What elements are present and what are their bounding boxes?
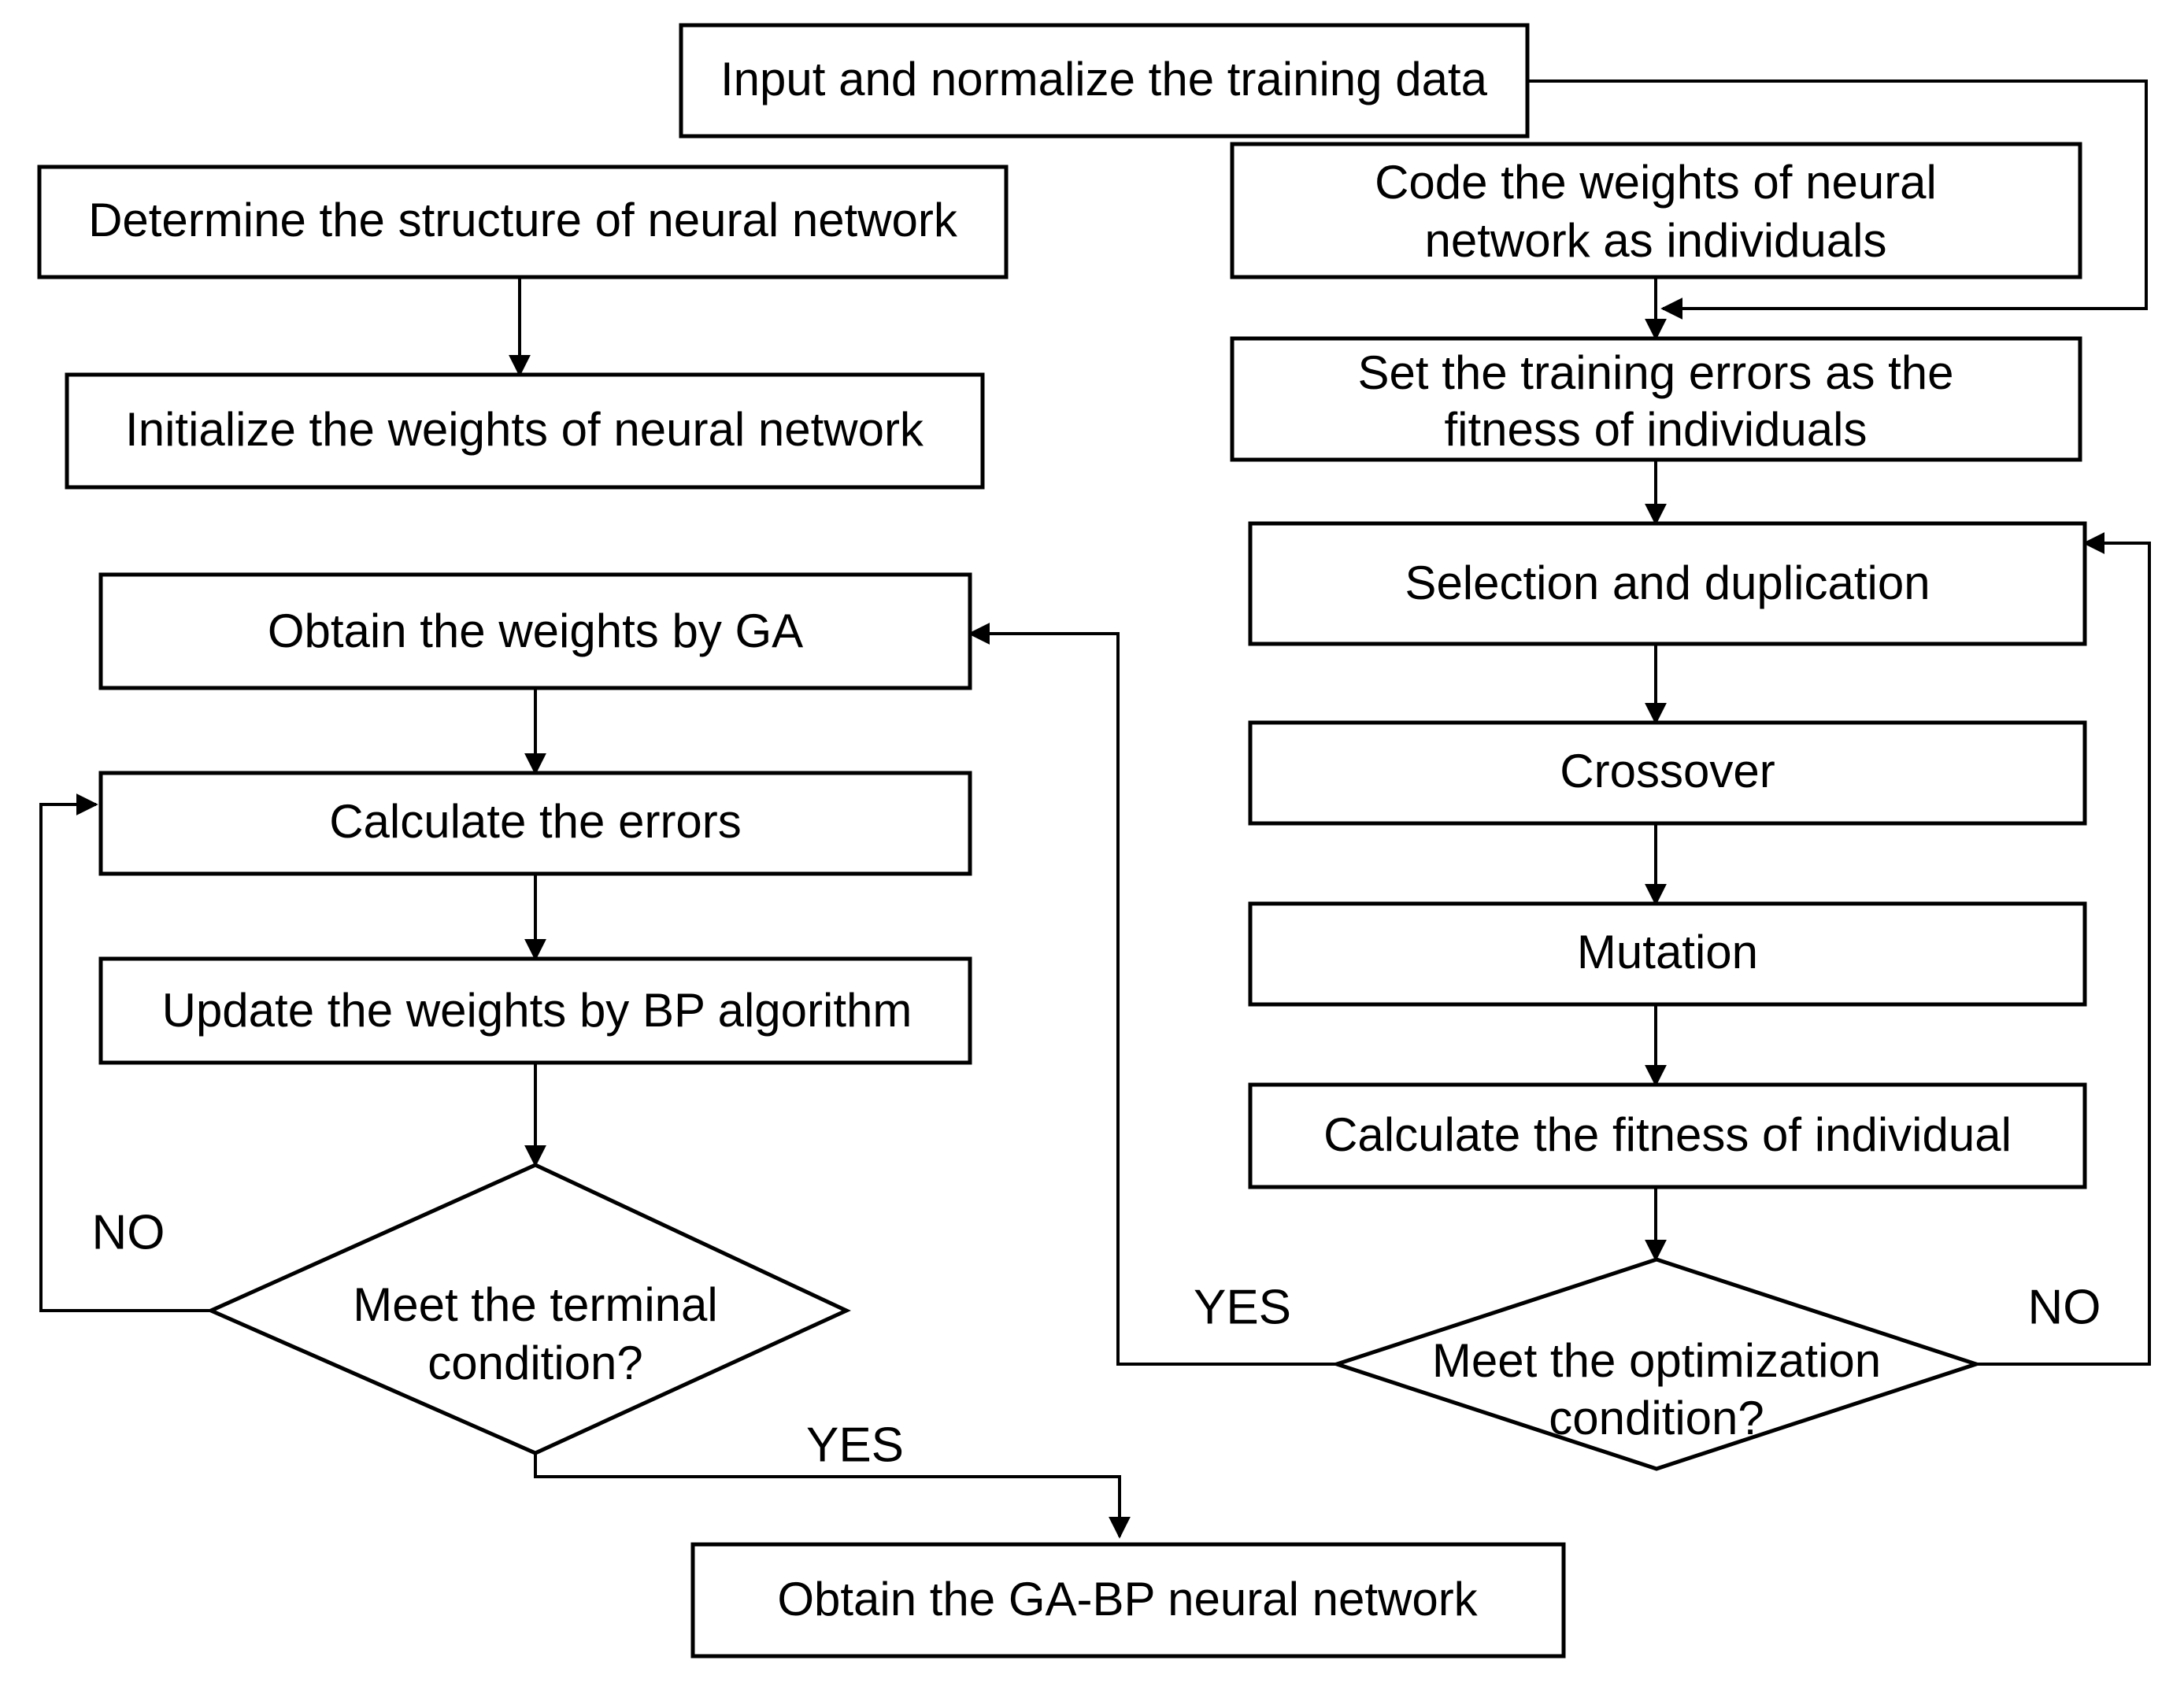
node-label-obtain-weights-ga: Obtain the weights by GA <box>268 605 803 657</box>
node-label-input-normalize: Input and normalize the training data <box>720 53 1488 105</box>
edge-label-optimization-yes: YES <box>1194 1280 1291 1334</box>
node-calculate-fitness[interactable]: Calculate the fitness of individual <box>1248 1082 2087 1189</box>
node-label-meet-optimization-line2: condition? <box>1549 1392 1764 1444</box>
node-label-crossover: Crossover <box>1560 745 1775 797</box>
node-input-normalize[interactable]: Input and normalize the training data <box>679 23 1530 139</box>
node-determine-structure[interactable]: Determine the structure of neural networ… <box>37 165 1009 279</box>
node-label-code-weights-line1: Code the weights of neural <box>1375 156 1937 209</box>
node-label-calculate-fitness: Calculate the fitness of individual <box>1323 1108 2012 1161</box>
node-label-selection-duplication: Selection and duplication <box>1405 557 1930 609</box>
node-mutation[interactable]: Mutation <box>1248 901 2087 1007</box>
node-label-code-weights-line2: network as individuals <box>1425 214 1887 267</box>
node-calculate-errors[interactable]: Calculate the errors <box>98 771 972 876</box>
edge-terminal-no-to-calculate <box>39 793 211 1312</box>
node-meet-terminal[interactable]: Meet the terminal condition? <box>205 1163 851 1455</box>
node-label-determine-structure: Determine the structure of neural networ… <box>88 194 958 246</box>
node-set-training-errors[interactable]: Set the training errors as the fitness o… <box>1230 336 2082 462</box>
node-obtain-weights-ga[interactable]: Obtain the weights by GA <box>98 572 972 690</box>
node-label-calculate-errors: Calculate the errors <box>329 795 742 848</box>
node-crossover[interactable]: Crossover <box>1248 720 2087 826</box>
node-label-set-training-errors-line1: Set the training errors as the <box>1357 346 1953 399</box>
edge-label-terminal-no: NO <box>92 1205 165 1259</box>
edge-label-terminal-yes: YES <box>806 1418 904 1472</box>
node-initialize-weights[interactable]: Initialize the weights of neural network <box>65 372 985 490</box>
node-selection-duplication[interactable]: Selection and duplication <box>1248 521 2087 646</box>
node-obtain-gabp[interactable]: Obtain the GA-BP neural network <box>690 1542 1566 1659</box>
edge-input-to-code-loop <box>1527 80 2148 320</box>
node-meet-optimization[interactable]: Meet the optimization condition? <box>1330 1257 1983 1471</box>
node-code-weights[interactable]: Code the weights of neural network as in… <box>1230 142 2082 279</box>
edge-optimization-yes-to-obtain <box>968 623 1337 1366</box>
edge-label-optimization-no: NO <box>2028 1280 2101 1334</box>
node-label-meet-optimization-line1: Meet the optimization <box>1432 1334 1881 1387</box>
node-label-update-weights-bp: Update the weights by BP algorithm <box>162 984 912 1037</box>
node-update-weights-bp[interactable]: Update the weights by BP algorithm <box>98 956 972 1065</box>
edge-terminal-yes-to-obtain-gabp <box>534 1453 1131 1539</box>
node-label-initialize-weights: Initialize the weights of neural network <box>125 403 924 456</box>
node-label-obtain-gabp: Obtain the GA-BP neural network <box>777 1573 1478 1625</box>
node-label-mutation: Mutation <box>1577 926 1758 978</box>
node-label-meet-terminal-line1: Meet the terminal <box>353 1278 718 1331</box>
edge-optimization-no-to-selection <box>1976 532 2151 1366</box>
node-label-set-training-errors-line2: fitness of individuals <box>1445 403 1868 456</box>
node-label-meet-terminal-line2: condition? <box>428 1337 643 1389</box>
